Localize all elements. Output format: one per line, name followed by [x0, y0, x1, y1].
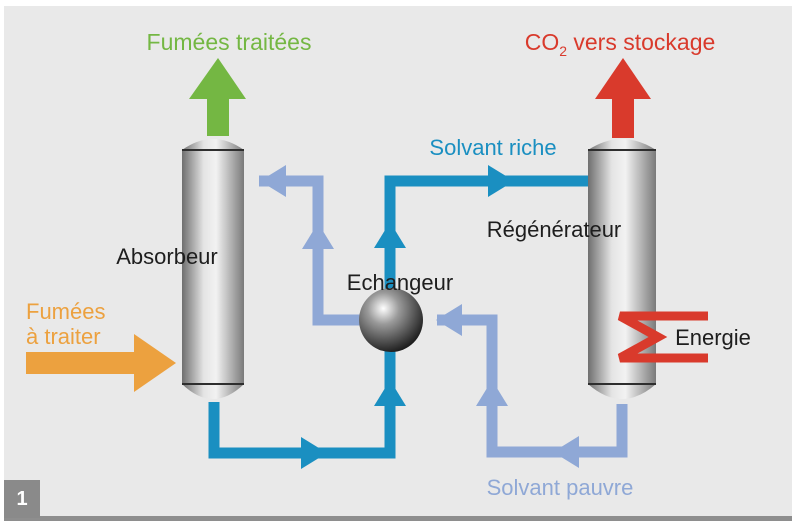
bottom-rule	[4, 516, 792, 521]
treated-flue-gas-label: Fumées traitées	[147, 29, 312, 55]
rich-solvent-label: Solvant riche	[429, 135, 556, 160]
lean-solvent-flow-arrows	[260, 165, 579, 468]
co2-storage-label: CO2 vers stockage	[525, 29, 716, 59]
co2-label-prefix: CO	[525, 29, 560, 55]
co2-label-suffix: vers stockage	[567, 29, 715, 55]
lean-solvent-loop	[259, 175, 628, 458]
co2-label-subscript: 2	[559, 43, 567, 59]
flue-gas-in-label-line2: à traiter	[26, 324, 101, 349]
diagram-background	[4, 6, 792, 518]
energy-label: Energie	[675, 325, 751, 350]
absorber-column	[182, 139, 244, 399]
rich-solvent-flow-arrows	[301, 165, 514, 469]
flue-gas-in-label-line1: Fumées	[26, 299, 105, 324]
figure-number-badge: 1	[4, 480, 40, 518]
co2-outlet-arrow	[595, 58, 651, 138]
regenerator-column	[588, 139, 656, 399]
absorber-label: Absorbeur	[116, 244, 218, 269]
flue-gas-in-label: Fumées à traiter	[26, 299, 112, 349]
lean-solvent-label: Solvant pauvre	[487, 475, 634, 500]
regenerator-label: Régénérateur	[487, 217, 622, 242]
heat-exchanger-sphere	[359, 288, 423, 352]
flue-gas-inlet-arrow	[26, 334, 176, 392]
treated-flue-gas-arrow	[189, 58, 246, 136]
energy-coil	[617, 311, 708, 363]
exchanger-label: Echangeur	[347, 270, 453, 295]
